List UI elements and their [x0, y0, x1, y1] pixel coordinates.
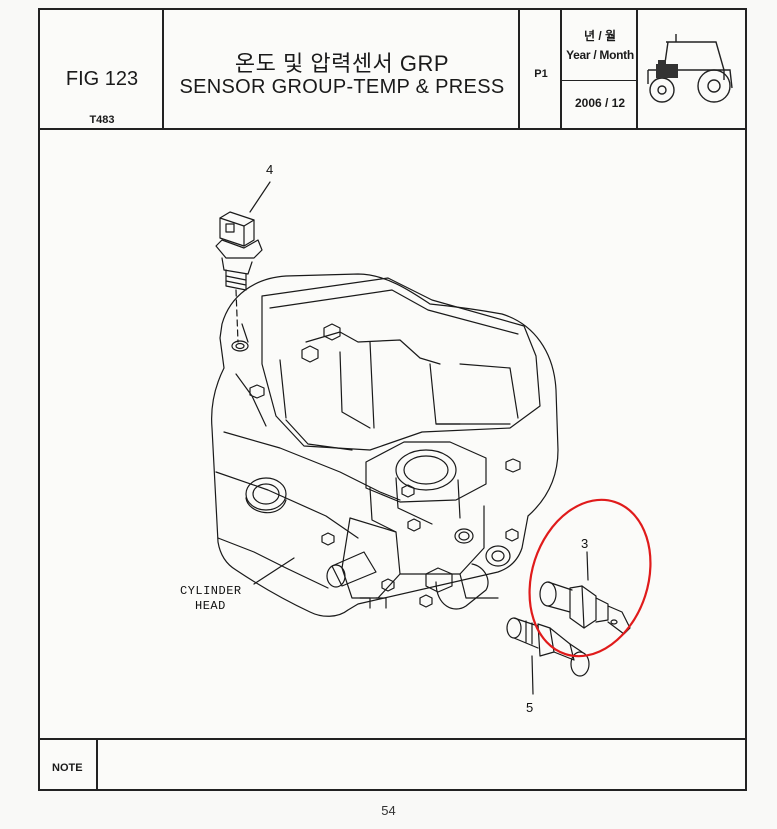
bolt-set: [249, 323, 521, 608]
title-cell: 온도 및 압력센서 GRP SENSOR GROUP-TEMP & PRESS: [164, 10, 520, 128]
page-frame: FIG 123 T483 온도 및 압력센서 GRP SENSOR GROUP-…: [38, 8, 747, 791]
tractor-icon: [647, 34, 733, 103]
title-english: SENSOR GROUP-TEMP & PRESS: [179, 76, 505, 98]
tractor-cell: [638, 10, 745, 128]
pipe-stub: [331, 551, 377, 587]
date-cell: 년 / 월 Year / Month 2006 / 12: [562, 10, 638, 128]
rocker-cover-outline: [261, 277, 541, 451]
note-row: NOTE: [40, 738, 745, 791]
temperature-sensor-part-3: [539, 581, 631, 635]
page-code: P1: [534, 68, 548, 80]
figure-cell: FIG 123 T483: [40, 10, 164, 128]
cylinder-head-label-line2: HEAD: [195, 599, 226, 613]
title-korean: 온도 및 압력센서 GRP: [234, 51, 450, 76]
note-label-cell: NOTE: [40, 740, 98, 791]
date-value: 2006 / 12: [574, 96, 626, 110]
note-label: NOTE: [52, 762, 83, 774]
year-month-label: Year / Month: [566, 48, 634, 62]
thermostat-flange: [365, 441, 487, 503]
leader-4: [249, 181, 271, 213]
cylinder-head-label-line1: CYLINDER: [180, 584, 242, 598]
callout-3: 3: [581, 536, 588, 551]
callout-4: 4: [266, 162, 273, 177]
side-boss: [245, 477, 287, 511]
highlight-circle: [528, 498, 652, 658]
date-divider: [562, 80, 638, 81]
figure-code: T483: [89, 114, 115, 126]
leader-cylinder-head: [253, 557, 295, 585]
year-month-korean: 년 / 월: [583, 29, 617, 43]
callout-5: 5: [526, 700, 533, 715]
pressure-sensor-part-4: [215, 211, 263, 291]
parts-drawing: 4 3 5 CYLINDER HEAD: [180, 162, 652, 715]
water-temp-sender-part-5: [506, 617, 590, 677]
leader-3: [586, 551, 589, 581]
page-code-cell: P1: [520, 10, 562, 128]
page-number: 54: [381, 803, 396, 818]
header-block: FIG 123 T483 온도 및 압력센서 GRP SENSOR GROUP-…: [40, 10, 745, 130]
figure-number: FIG 123: [65, 68, 139, 90]
cylinder-head-outline: [211, 273, 559, 617]
leader-5: [531, 655, 534, 695]
